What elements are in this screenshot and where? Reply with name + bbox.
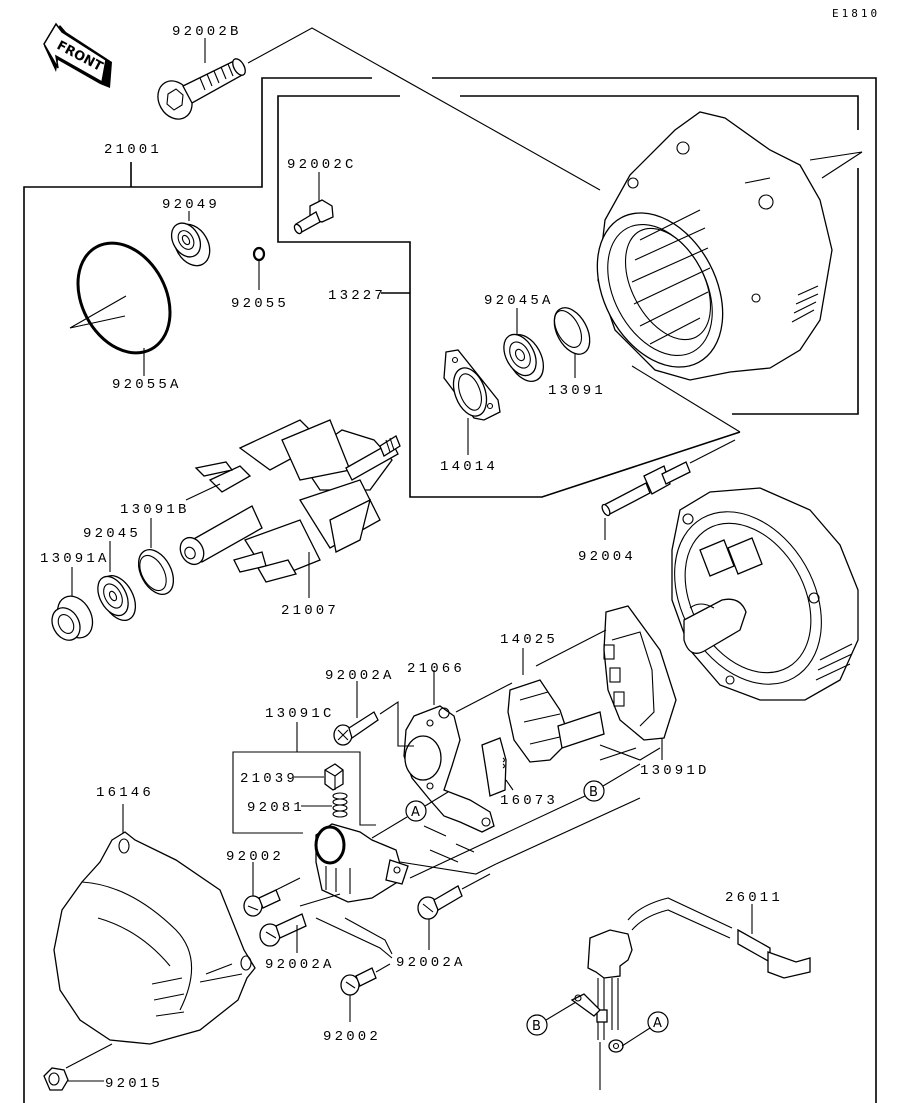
screw-92002A-left-icon [259,913,307,953]
bearing-92045-icon [97,541,137,621]
label-92049: 92049 [162,197,220,213]
brush-holder-21066-icon [403,670,513,833]
label-92002C: 92002C [287,157,357,173]
label-14014: 14014 [440,459,498,475]
svg-text:B: B [532,1019,541,1034]
screw-92002A-right-icon [344,873,491,955]
stud-bolt-92004-icon [601,439,736,540]
screw-92002-left-icon [243,862,281,917]
rear-housing-icon [671,487,859,701]
bearing-plate-14014-icon [443,349,501,455]
wire-harness-26011-icon [570,897,811,1090]
leader-92002B [247,27,601,191]
label-92081: 92081 [247,800,305,816]
front-housing-13227-icon [596,111,863,433]
connector-a-harness: A [621,1011,669,1047]
screw-92002A-icon [333,681,414,747]
label-13091A: 13091A [40,551,110,567]
label-92002-bottom: 92002 [323,1029,381,1045]
regulator-icon [507,679,661,763]
label-21001: 21001 [104,142,162,158]
brush-kit-bracket-13091C [232,722,376,834]
seal-13091B-icon [137,518,175,595]
label-92002-left: 92002 [226,849,284,865]
label-92002A-right: 92002A [396,955,466,971]
label-13091C: 13091C [265,706,335,722]
spring-92081-icon [301,792,348,818]
label-16146: 16146 [96,785,154,801]
bolt-92002B-icon [157,58,246,120]
assembly-guide-lines [261,738,663,959]
rotor-21007-icon [179,419,401,598]
screw-92002-bottom-icon [340,963,391,1022]
svg-text:B: B [589,785,598,800]
connector-b-mid: B [409,763,641,879]
collar-13091A-icon [51,567,94,641]
label-21066: 21066 [407,661,465,677]
bearing-92049-icon [170,211,211,267]
part-labels: 92002B 21001 92049 92055 92055A 92002C 1… [40,24,783,1092]
connector-a-mid: A [371,791,449,839]
label-92002B: 92002B [172,24,242,40]
label-92045: 92045 [83,526,141,542]
label-21039: 21039 [240,771,298,787]
label-13091B: 13091B [120,502,190,518]
nut-92015-icon [43,1043,113,1091]
assembly-bracket-13227 [277,95,859,498]
label-92055: 92055 [231,296,289,312]
assembly-bracket-21001 [23,77,877,1103]
label-92055A: 92055A [112,377,182,393]
bolt-92002C-icon [293,172,334,235]
label-92045A: 92045A [484,293,554,309]
front-direction-arrow-icon: FRONT [43,22,112,88]
seal-13091-icon [553,307,591,378]
o-ring-92055-icon [252,246,266,290]
svg-text:A: A [653,1016,662,1031]
label-13227: 13227 [328,288,386,304]
svg-text:A: A [411,805,420,820]
cover-16146-icon [53,804,256,1045]
label-14025: 14025 [500,632,558,648]
bearing-92045A-icon [503,308,545,382]
diagram-code: E1810 [832,7,880,20]
label-92002A-left: 92002A [265,957,335,973]
brush-base-icon [314,823,409,903]
rectifier-14025-icon [522,605,677,741]
carbon-brush-21039-icon [294,763,344,791]
label-26011: 26011 [725,890,783,906]
label-13091: 13091 [548,383,606,399]
label-21007: 21007 [281,603,339,619]
o-ring-92055A-icon [69,241,172,376]
connector-b-harness: B [526,1001,577,1036]
label-16073: 16073 [500,793,558,809]
brush-16073-icon [481,737,514,797]
label-13091D: 13091D [640,763,710,779]
label-92002A-top: 92002A [325,668,395,684]
label-92015: 92015 [105,1076,163,1092]
label-92004: 92004 [578,549,636,565]
